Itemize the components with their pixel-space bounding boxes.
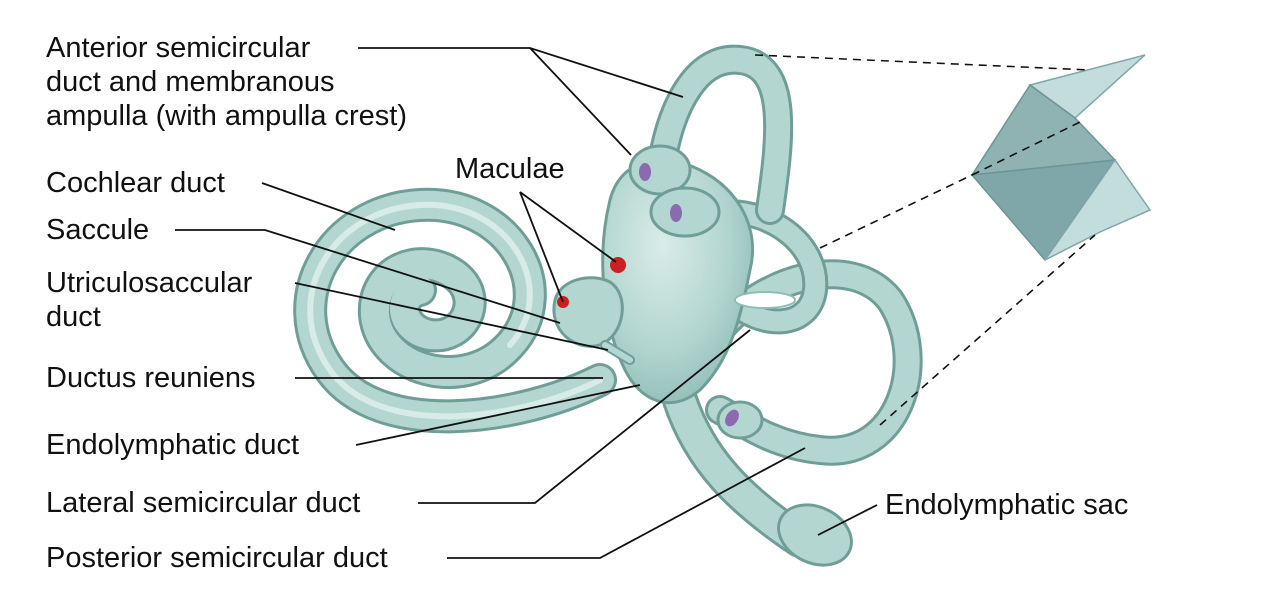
posterior-duct-label: Posterior semicircular duct — [46, 542, 388, 574]
lateral-duct-shape — [687, 198, 829, 335]
leader-lines — [175, 47, 878, 559]
lateral-duct-label: Lateral semicircular duct — [46, 487, 361, 519]
endolymphatic-sac-label: Endolymphatic sac — [885, 489, 1129, 521]
ampulla-crest-lateral — [670, 204, 682, 222]
saccule-shape — [552, 276, 635, 365]
endolymphatic-duct-label: Endolymphatic duct — [46, 429, 300, 461]
anterior-duct-shape — [645, 44, 794, 225]
ampulla-crest-anterior — [639, 163, 651, 181]
posterior-duct-shape — [705, 259, 923, 466]
utricle-body-shape — [601, 144, 796, 440]
cochlear-duct-label: Cochlear duct — [46, 167, 225, 199]
cochlear-duct-shape — [293, 187, 617, 434]
anterior-duct-label: Anterior semicircular duct and membranou… — [46, 32, 408, 132]
saccule-label: Saccule — [46, 214, 150, 246]
endolymphatic-sac-shape — [662, 382, 853, 567]
projection-dashes — [754, 54, 1096, 426]
ampulla-crest-posterior — [725, 409, 739, 427]
ductus-reuniens-label: Ductus reuniens — [46, 362, 256, 394]
orientation-planes-figure — [970, 54, 1152, 262]
utriculosaccular-duct-label: Utriculosaccular duct — [46, 267, 253, 333]
maculae-label: Maculae — [455, 153, 565, 185]
